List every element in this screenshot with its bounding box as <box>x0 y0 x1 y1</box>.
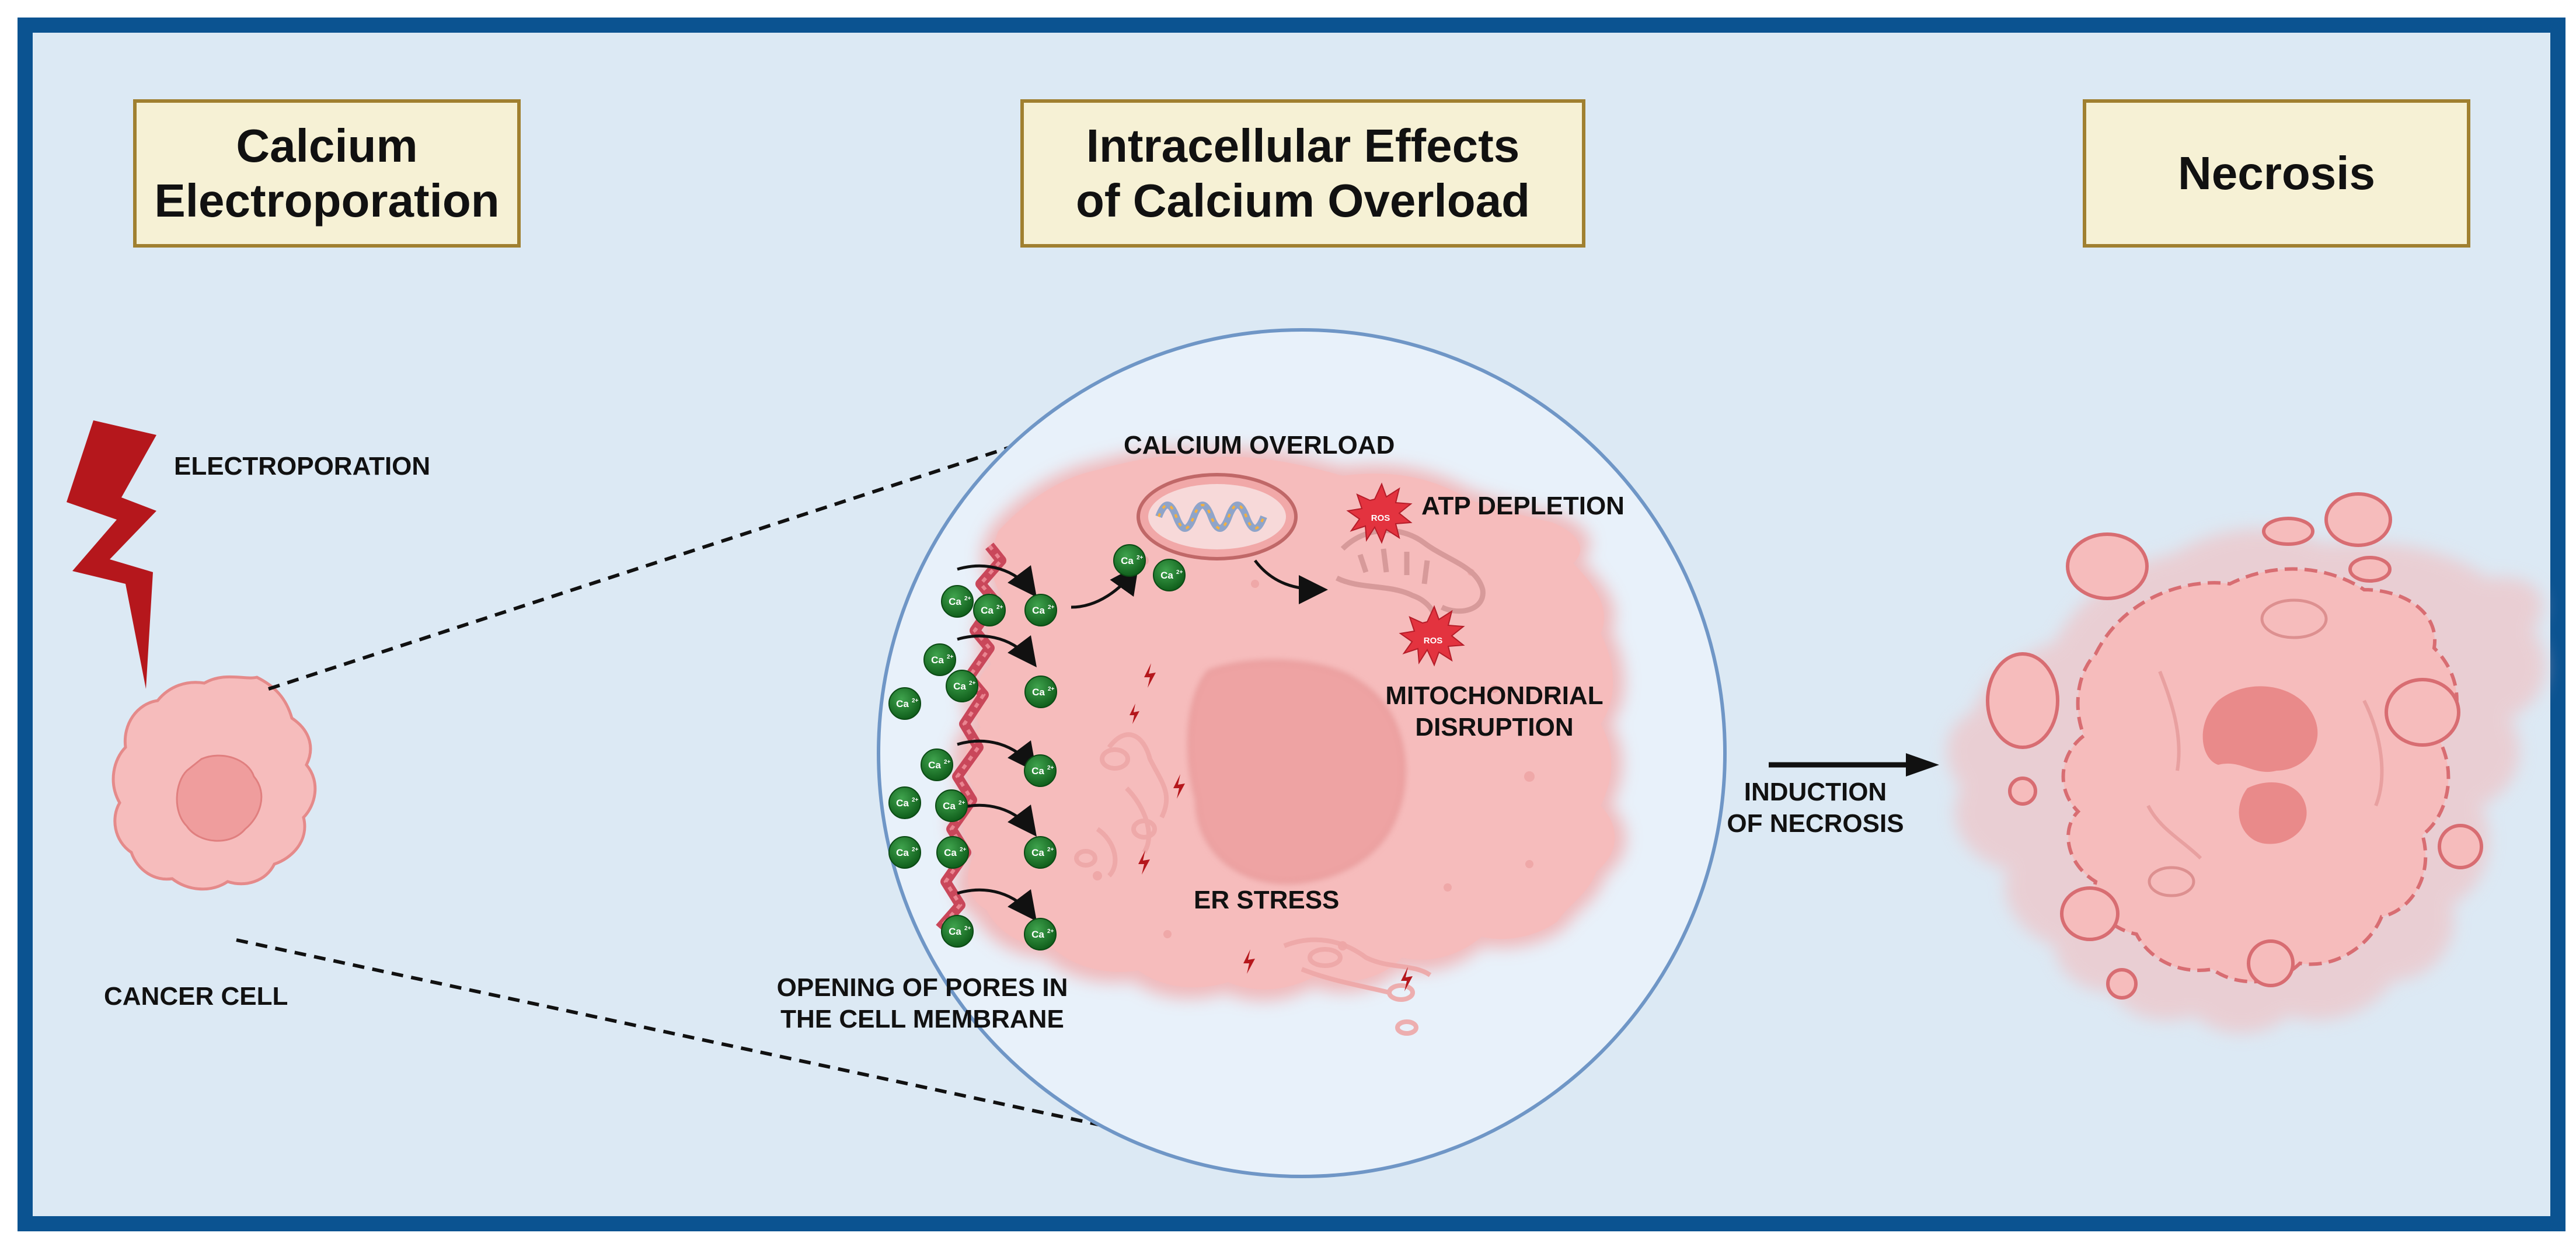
calcium-ion-label: Ca <box>1032 687 1045 698</box>
label-atp-depletion: ATP DEPLETION <box>1421 492 1625 520</box>
header-line: Electroporation <box>154 175 500 227</box>
label-calcium-overload: CALCIUM OVERLOAD <box>1124 431 1395 459</box>
induction-arrow <box>1769 753 1939 777</box>
calcium-ion-label: Ca <box>1160 570 1173 581</box>
zoom-line-bottom <box>236 938 1232 1155</box>
calcium-ion-charge: 2+ <box>960 847 967 853</box>
calcium-ion-label: Ca <box>1121 555 1134 566</box>
calcium-ion-label: Ca <box>981 605 994 616</box>
calcium-ion-charge: 2+ <box>944 759 951 765</box>
calcium-ion-charge: 2+ <box>1047 928 1054 935</box>
label-line: THE CELL MEMBRANE <box>780 1005 1064 1033</box>
calcium-ion-charge: 2+ <box>1048 686 1055 692</box>
label-induction-of-necrosis: INDUCTION OF NECROSIS <box>1716 777 1915 840</box>
calcium-ion-label: Ca <box>1032 605 1045 616</box>
label-er-stress: ER STRESS <box>1194 886 1340 914</box>
label-mitochondrial-disruption: MITOCHONDRIAL DISRUPTION <box>1378 680 1611 743</box>
calcium-ion-label: Ca <box>928 760 941 771</box>
calcium-ion-charge: 2+ <box>912 847 919 853</box>
label-line: OF NECROSIS <box>1727 809 1904 838</box>
label-line: DISRUPTION <box>1415 713 1574 741</box>
ros-burst-icon: ROS <box>1346 482 1413 544</box>
calcium-ion-charge: 2+ <box>1047 847 1054 853</box>
calcium-ion-label: Ca <box>1031 929 1044 940</box>
ros-burst-icon: ROS <box>1399 605 1465 667</box>
calcium-ion-label: Ca <box>953 681 966 692</box>
calcium-ion-label: Ca <box>949 926 961 937</box>
header-line: Intracellular Effects <box>1086 120 1520 172</box>
label-line: OPENING OF PORES IN <box>776 973 1068 1002</box>
calcium-ion-label: Ca <box>896 847 909 858</box>
header-line: Necrosis <box>2178 147 2375 199</box>
calcium-ion-charge: 2+ <box>996 604 1003 611</box>
header-line: Calcium <box>236 120 418 172</box>
calcium-ion-label: Ca <box>943 800 956 812</box>
calcium-ion-charge: 2+ <box>964 925 971 932</box>
header-intracellular-effects: Intracellular Effects of Calcium Overloa… <box>1020 99 1585 248</box>
calcium-ion-charge: 2+ <box>1176 569 1183 576</box>
calcium-ion-charge: 2+ <box>947 654 954 660</box>
calcium-ion-label: Ca <box>1031 847 1044 858</box>
calcium-ion-label: Ca <box>896 698 909 709</box>
calcium-ion-charge: 2+ <box>912 797 919 803</box>
calcium-ion-label: Ca <box>949 596 961 607</box>
necrotic-cell <box>1947 492 2546 1033</box>
calcium-ion-charge: 2+ <box>1047 765 1054 771</box>
calcium-ion-charge: 2+ <box>1048 604 1055 611</box>
label-electroporation: ELECTROPORATION <box>174 452 431 481</box>
mitochondrion-icon <box>1137 473 1298 560</box>
label-pore-opening: OPENING OF PORES IN THE CELL MEMBRANE <box>771 972 1074 1035</box>
svg-text:ROS: ROS <box>1371 513 1390 523</box>
calcium-ion-charge: 2+ <box>1137 555 1144 561</box>
enlarged-cancer-cell: ROS ROS <box>936 447 1626 1036</box>
label-line: INDUCTION <box>1744 778 1887 806</box>
header-necrosis: Necrosis <box>2083 99 2470 248</box>
calcium-ion-label: Ca <box>1031 765 1044 777</box>
calcium-ion-charge: 2+ <box>969 680 976 687</box>
svg-text:ROS: ROS <box>1424 636 1443 646</box>
calcium-ion-charge: 2+ <box>912 698 919 704</box>
header-calcium-electroporation: Calcium Electroporation <box>133 99 521 248</box>
calcium-ion-charge: 2+ <box>958 800 965 806</box>
header-line: of Calcium Overload <box>1076 175 1530 227</box>
calcium-ion-label: Ca <box>931 654 944 666</box>
calcium-ion-label: Ca <box>944 847 957 858</box>
cancer-cell <box>111 675 317 891</box>
lightning-bolt-icon <box>67 420 156 689</box>
label-line: MITOCHONDRIAL <box>1385 681 1604 710</box>
calcium-ion-charge: 2+ <box>964 596 971 602</box>
calcium-ion-label: Ca <box>896 798 909 809</box>
label-cancer-cell: CANCER CELL <box>104 982 288 1011</box>
